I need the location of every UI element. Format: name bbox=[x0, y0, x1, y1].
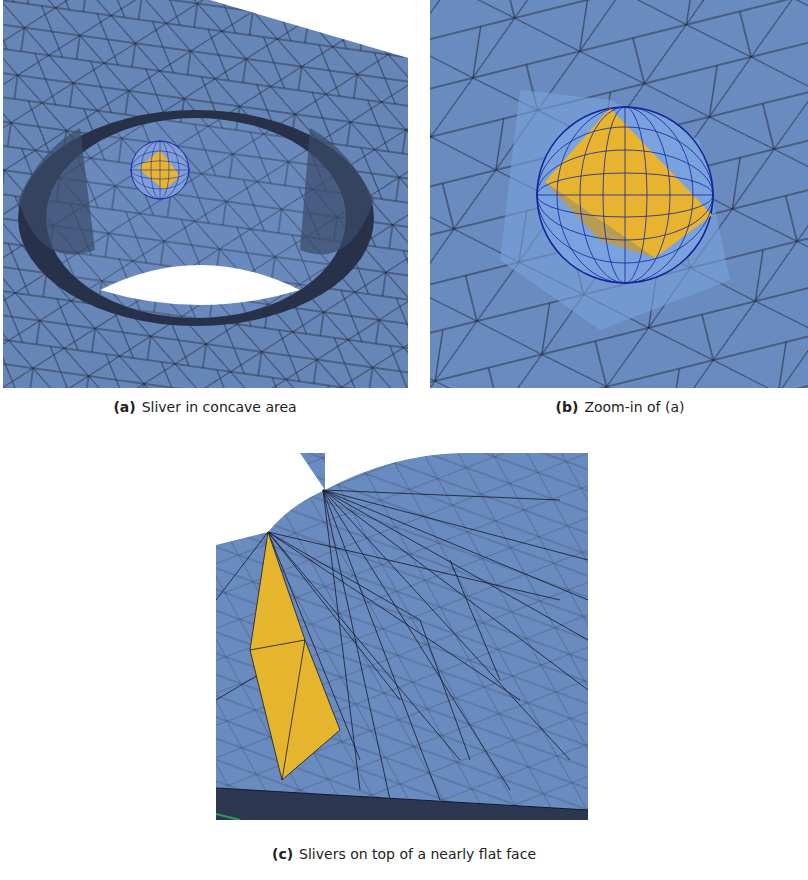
subfigure-letter: (a) bbox=[113, 399, 135, 415]
caption-text: Slivers on top of a nearly flat face bbox=[299, 846, 536, 862]
subfigure-letter: (c) bbox=[272, 846, 293, 862]
caption-text: Sliver in concave area bbox=[142, 399, 297, 415]
figure-caption: (a) Sliver in concave area bbox=[113, 399, 296, 415]
subfigure-letter: (b) bbox=[556, 399, 579, 415]
figure-caption: (b) Zoom-in of (a) bbox=[556, 399, 685, 415]
caption-text: Zoom-in of (a) bbox=[584, 399, 684, 415]
figure-caption: (c) Slivers on top of a nearly flat face bbox=[272, 846, 536, 862]
